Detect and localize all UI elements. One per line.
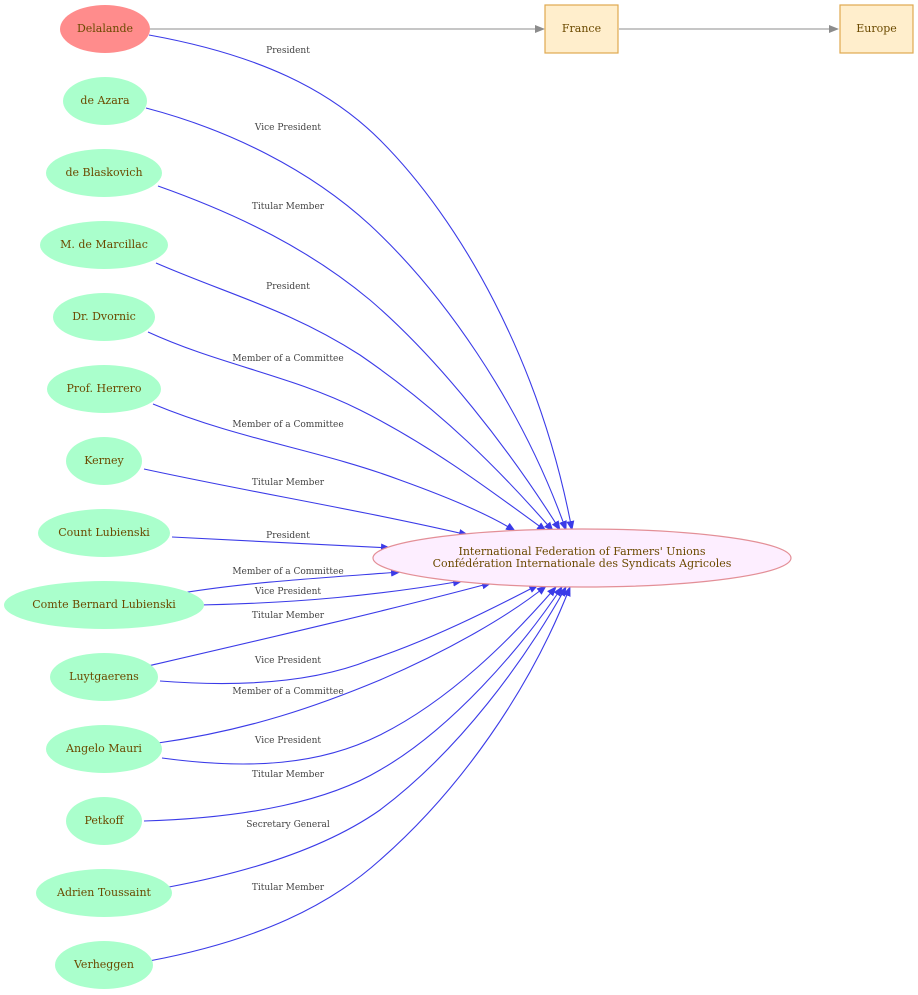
edge-delalande-federation bbox=[148, 34, 575, 531]
edge-de-blaskovich-federation bbox=[157, 185, 561, 531]
edge-label: Vice President bbox=[254, 587, 322, 597]
edge-toussaint-federation bbox=[168, 586, 567, 888]
edge-label: Titular Member bbox=[252, 611, 325, 621]
edge-de-azara-federation bbox=[145, 107, 567, 531]
node-label-line-1: International Federation of Farmers' Uni… bbox=[458, 545, 705, 558]
edge-luytgaerens-federation-1 bbox=[147, 581, 492, 667]
node-label: Count Lubienski bbox=[58, 526, 150, 539]
node-label: Europe bbox=[856, 22, 897, 35]
node-label: France bbox=[562, 22, 601, 35]
edge-label: Vice President bbox=[254, 123, 322, 133]
node-de-azara[interactable]: de Azara bbox=[63, 77, 147, 125]
edge-dvornic-federation bbox=[147, 331, 547, 532]
node-label: Delalande bbox=[77, 22, 133, 35]
node-adrien-toussaint[interactable]: Adrien Toussaint bbox=[36, 869, 172, 917]
edge-comte-lubienski-federation-2 bbox=[199, 578, 463, 606]
node-label: M. de Marcillac bbox=[60, 238, 148, 251]
edge-label: President bbox=[266, 531, 310, 541]
edge-label: Titular Member bbox=[252, 202, 325, 212]
node-federation[interactable]: International Federation of Farmers' Uni… bbox=[372, 528, 792, 588]
node-label: de Azara bbox=[80, 94, 130, 107]
edge-label: Titular Member bbox=[252, 478, 325, 488]
node-dvornic[interactable]: Dr. Dvornic bbox=[53, 293, 155, 341]
membership-edges bbox=[143, 34, 575, 962]
node-label: de Blaskovich bbox=[65, 166, 142, 179]
edge-de-marcillac-federation bbox=[155, 262, 554, 532]
edge-label: Vice President bbox=[254, 736, 322, 746]
node-label: Prof. Herrero bbox=[67, 382, 142, 395]
edge-label: Secretary General bbox=[246, 820, 330, 830]
edge-label: Titular Member bbox=[252, 883, 325, 893]
node-petkoff[interactable]: Petkoff bbox=[66, 797, 142, 845]
node-count-lubienski[interactable]: Count Lubienski bbox=[38, 509, 170, 557]
node-luytgaerens[interactable]: Luytgaerens bbox=[50, 653, 158, 701]
node-de-marcillac[interactable]: M. de Marcillac bbox=[40, 221, 168, 269]
edge-mauri-federation-2 bbox=[161, 586, 557, 765]
edge-label: Member of a Committee bbox=[232, 354, 343, 364]
node-herrero[interactable]: Prof. Herrero bbox=[47, 365, 161, 413]
edge-luytgaerens-federation-2 bbox=[159, 584, 539, 685]
node-verheggen[interactable]: Verheggen bbox=[55, 941, 153, 989]
node-angelo-mauri[interactable]: Angelo Mauri bbox=[46, 725, 162, 773]
edge-mauri-federation-1 bbox=[157, 585, 547, 744]
node-comte-bernard-lubienski[interactable]: Comte Bernard Lubienski bbox=[4, 581, 204, 629]
node-label: Luytgaerens bbox=[69, 670, 139, 683]
edge-label: Member of a Committee bbox=[232, 567, 343, 577]
node-label: Comte Bernard Lubienski bbox=[32, 598, 176, 611]
edge-label: Titular Member bbox=[252, 770, 325, 780]
edge-petkoff-federation bbox=[143, 586, 563, 822]
node-label: Angelo Mauri bbox=[65, 742, 142, 755]
edge-comte-lubienski-federation-1 bbox=[181, 568, 401, 594]
node-kerney[interactable]: Kerney bbox=[66, 437, 142, 485]
node-label: Adrien Toussaint bbox=[56, 886, 151, 899]
edge-herrero-federation bbox=[152, 403, 516, 532]
edge-label: Vice President bbox=[254, 656, 322, 666]
node-france[interactable]: France bbox=[544, 4, 619, 54]
edge-label: Member of a Committee bbox=[232, 687, 343, 697]
edge-label: Member of a Committee bbox=[232, 420, 343, 430]
edge-kerney-federation bbox=[143, 468, 469, 537]
node-label: Dr. Dvornic bbox=[72, 310, 136, 323]
node-europe[interactable]: Europe bbox=[839, 4, 914, 54]
node-label: Kerney bbox=[84, 454, 124, 467]
node-label: Verheggen bbox=[73, 958, 134, 971]
edge-labels: President Vice President Titular Member … bbox=[232, 46, 343, 893]
node-de-blaskovich[interactable]: de Blaskovich bbox=[46, 149, 162, 197]
node-label-line-2: Confédération Internationale des Syndica… bbox=[433, 557, 732, 570]
edge-label: President bbox=[266, 282, 310, 292]
edge-label: President bbox=[266, 46, 310, 56]
edge-verheggen-federation bbox=[148, 586, 571, 962]
node-delalande[interactable]: Delalande bbox=[60, 5, 150, 53]
node-label: Petkoff bbox=[85, 814, 125, 827]
edge-count-lubienski-federation bbox=[171, 536, 391, 552]
